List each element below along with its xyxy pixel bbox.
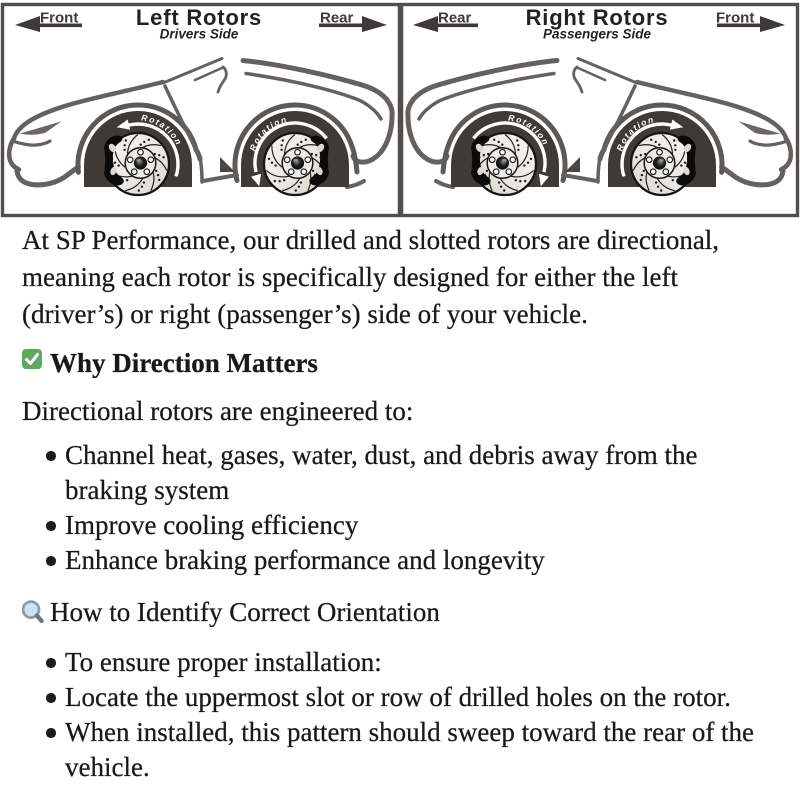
svg-text:Passengers Side: Passengers Side xyxy=(543,27,652,42)
svg-text:Front: Front xyxy=(40,10,78,27)
svg-text:Front: Front xyxy=(716,10,754,27)
svg-text:Rear: Rear xyxy=(438,10,472,27)
svg-text:Rear: Rear xyxy=(320,10,354,27)
svg-text:Drivers Side: Drivers Side xyxy=(160,27,239,42)
svg-text:Left Rotors: Left Rotors xyxy=(136,5,262,30)
svg-text:Right Rotors: Right Rotors xyxy=(526,5,669,30)
